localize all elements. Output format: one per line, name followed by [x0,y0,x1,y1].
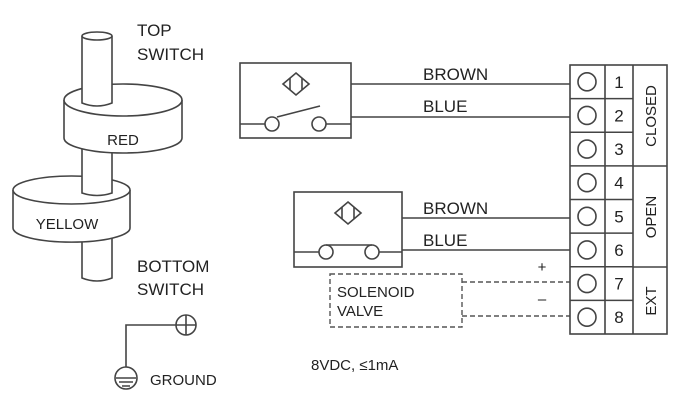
bottom-proximity-switch [293,191,403,268]
bottom-brown-label: BROWN [423,199,488,218]
terminal-screw-icon [577,139,597,159]
minus-sign: – [538,291,547,308]
terminal-screw-icon [577,240,597,260]
ground-icon [114,366,138,390]
terminal-screw-icon [577,72,597,92]
top-switch-label-1: TOP [137,21,172,40]
terminal-number: 4 [614,174,623,193]
solenoid-label-2: VALVE [337,303,383,320]
red-float-label: RED [107,132,139,149]
top-brown-label: BROWN [423,65,488,84]
ground-label: GROUND [150,372,217,389]
terminal-number: 1 [614,73,623,92]
terminal-screw-icon [577,273,597,294]
sensor-diamond-icon [333,200,363,226]
top-proximity-switch [239,62,352,139]
terminal-number: 8 [614,308,623,327]
float-rod-assembly: RED YELLOW [12,31,183,282]
terminal-number: 7 [614,275,623,294]
plus-sign: + [538,259,547,276]
group-closed-label: CLOSED [643,85,660,147]
terminal-number: 3 [614,140,623,159]
group-ext-label: EXT [643,286,660,315]
terminal-number: 6 [614,241,623,260]
sensor-diamond-icon [281,71,311,97]
bottom-switch-label-2: SWITCH [137,280,204,299]
bottom-blue-label: BLUE [423,231,467,250]
top-blue-label: BLUE [423,97,467,116]
rating-label: 8VDC, ≤1mA [311,357,398,374]
terminal-number: 5 [614,207,623,226]
top-switch-label-2: SWITCH [137,45,204,64]
terminal-block: 1 2 3 4 5 6 7 8 [569,64,668,335]
terminal-screw-icon [577,307,597,327]
terminal-screw-icon [577,206,597,227]
yellow-float-label: YELLOW [36,216,99,233]
terminal-number: 2 [614,106,623,125]
group-open-label: OPEN [643,196,660,239]
bottom-switch-label-1: BOTTOM [137,257,209,276]
terminal-screw-icon [577,105,597,126]
terminal-screw-icon [577,172,597,193]
ground-symbol [114,314,197,390]
open-contact-icon [276,105,321,118]
solenoid-label-1: SOLENOID [337,284,415,301]
rod-bottom [81,230,113,282]
solenoid-valve-box [329,273,463,328]
